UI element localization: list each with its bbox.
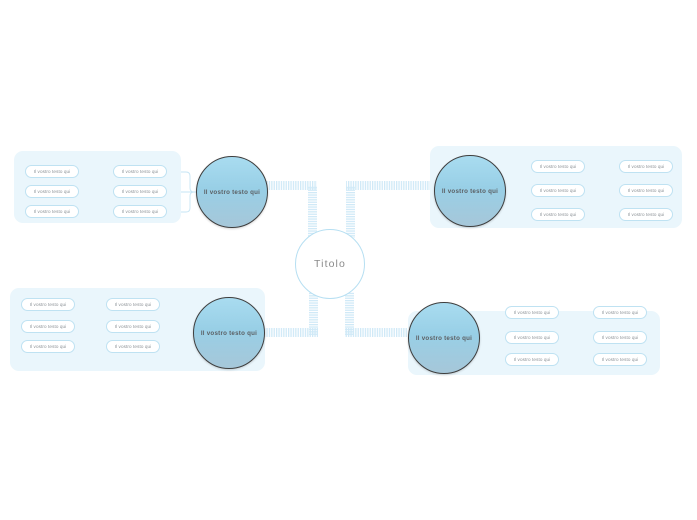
node-pill-label: Il vostro testo qui [121,209,159,214]
node-pill[interactable]: Il vostro testo qui [505,331,559,344]
node-pill[interactable]: Il vostro testo qui [21,298,75,311]
node-pill[interactable]: Il vostro testo qui [21,340,75,353]
node-pill-label: Il vostro testo qui [513,335,551,340]
ribbon-top-left-horizontal [265,181,317,190]
center-node-label: Titolo [314,258,346,270]
node-pill[interactable]: Il vostro testo qui [619,184,673,197]
node-pill-label: Il vostro testo qui [539,188,577,193]
branch-node-label: Il vostro testo qui [415,334,473,342]
node-pill-label: Il vostro testo qui [33,169,71,174]
node-pill-label: Il vostro testo qui [539,212,577,217]
node-pill[interactable]: Il vostro testo qui [113,205,167,218]
ribbon-top-right-horizontal [346,181,436,190]
node-pill-label: Il vostro testo qui [114,302,152,307]
node-pill-label: Il vostro testo qui [627,212,665,217]
branch-node-label: Il vostro testo qui [441,187,499,195]
branch-node-label: Il vostro testo qui [203,188,261,196]
node-pill[interactable]: Il vostro testo qui [505,353,559,366]
node-pill-label: Il vostro testo qui [121,189,159,194]
branch-node-top-right[interactable]: Il vostro testo qui [434,155,506,227]
node-pill-label: Il vostro testo qui [33,189,71,194]
node-pill-label: Il vostro testo qui [601,357,639,362]
node-pill[interactable]: Il vostro testo qui [593,331,647,344]
node-pill-label: Il vostro testo qui [29,324,67,329]
center-node[interactable]: Titolo [295,229,365,299]
node-pill[interactable]: Il vostro testo qui [113,185,167,198]
ribbon-bottom-right-vertical [345,292,354,336]
node-pill-label: Il vostro testo qui [114,324,152,329]
node-pill[interactable]: Il vostro testo qui [505,306,559,319]
node-pill-label: Il vostro testo qui [114,344,152,349]
node-pill-label: Il vostro testo qui [601,335,639,340]
node-pill-label: Il vostro testo qui [513,310,551,315]
node-pill[interactable]: Il vostro testo qui [531,208,585,221]
node-pill-label: Il vostro testo qui [29,302,67,307]
ribbon-top-left-vertical [308,186,317,238]
branch-node-label: Il vostro testo qui [200,329,258,337]
node-pill[interactable]: Il vostro testo qui [25,165,79,178]
node-pill-label: Il vostro testo qui [121,169,159,174]
ribbon-bottom-left-horizontal [262,328,318,337]
node-pill[interactable]: Il vostro testo qui [113,165,167,178]
ribbon-bottom-left-vertical [309,292,318,336]
ribbon-top-right-vertical [346,186,355,238]
node-pill-label: Il vostro testo qui [627,188,665,193]
node-pill[interactable]: Il vostro testo qui [593,353,647,366]
node-pill[interactable]: Il vostro testo qui [619,160,673,173]
node-pill-label: Il vostro testo qui [601,310,639,315]
branch-node-top-left[interactable]: Il vostro testo qui [196,156,268,228]
node-pill[interactable]: Il vostro testo qui [593,306,647,319]
node-pill[interactable]: Il vostro testo qui [106,340,160,353]
branch-node-bottom-left[interactable]: Il vostro testo qui [193,297,265,369]
node-pill[interactable]: Il vostro testo qui [106,298,160,311]
node-pill-label: Il vostro testo qui [539,164,577,169]
node-pill-label: Il vostro testo qui [29,344,67,349]
node-pill[interactable]: Il vostro testo qui [106,320,160,333]
node-pill[interactable]: Il vostro testo qui [25,185,79,198]
node-pill[interactable]: Il vostro testo qui [21,320,75,333]
node-pill[interactable]: Il vostro testo qui [531,160,585,173]
node-pill-label: Il vostro testo qui [627,164,665,169]
node-pill-label: Il vostro testo qui [33,209,71,214]
branch-node-bottom-right[interactable]: Il vostro testo qui [408,302,480,374]
node-pill[interactable]: Il vostro testo qui [25,205,79,218]
node-pill[interactable]: Il vostro testo qui [531,184,585,197]
node-pill-label: Il vostro testo qui [513,357,551,362]
ribbon-bottom-right-horizontal [345,328,411,337]
node-pill[interactable]: Il vostro testo qui [619,208,673,221]
